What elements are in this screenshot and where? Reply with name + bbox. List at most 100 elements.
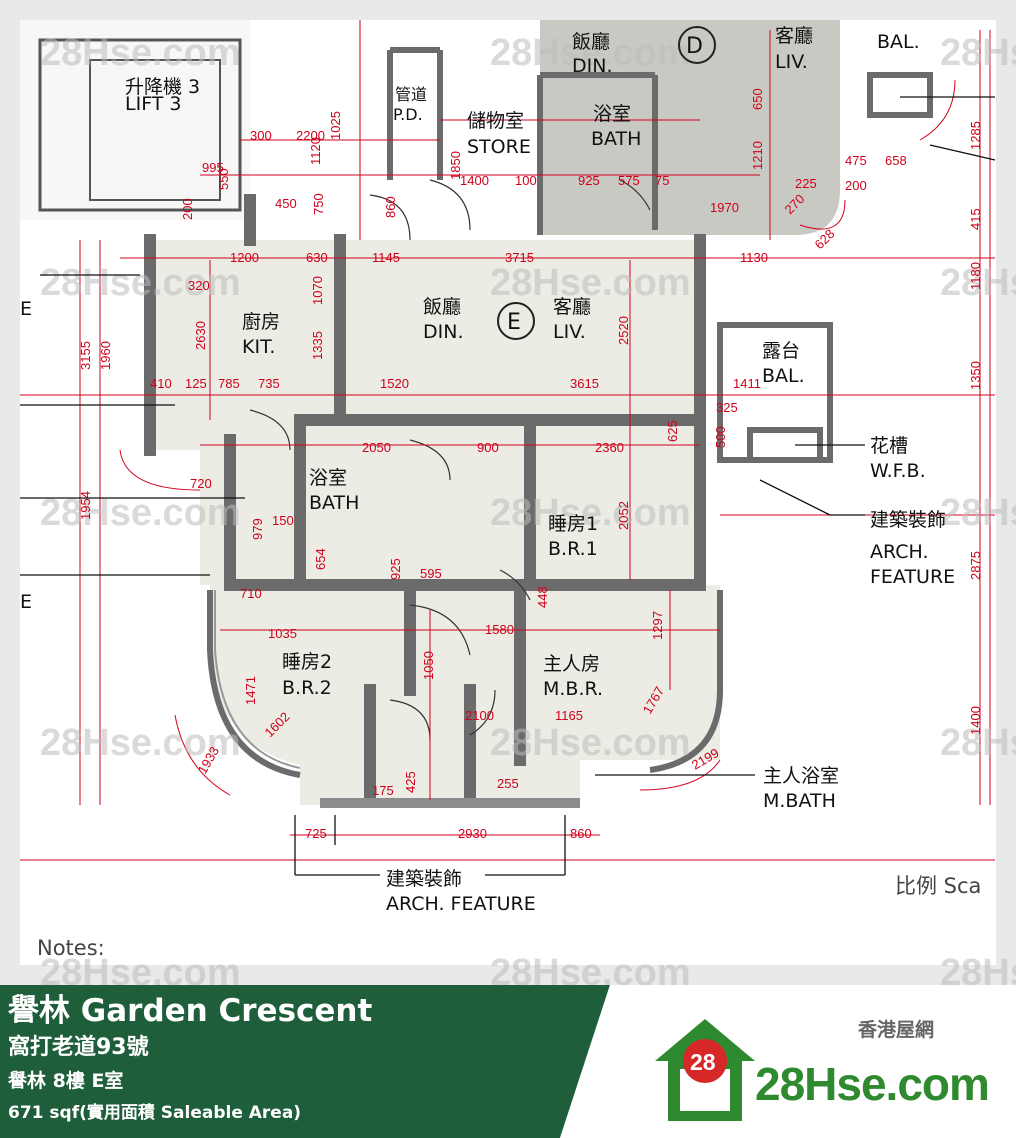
dimension-label: 1471 — [243, 676, 258, 705]
mbath-en: M.BATH — [763, 790, 836, 812]
dimension-label: 2052 — [616, 501, 631, 530]
dimension-label: 1850 — [448, 151, 463, 180]
dimension-label: 1285 — [968, 121, 983, 150]
dimension-label: 630 — [306, 250, 328, 265]
room-bal-top-en: BAL. — [877, 31, 920, 53]
left-stub-e-lower: E — [20, 591, 32, 613]
dimension-arcs — [119, 79, 956, 796]
dimension-label: 1411 — [733, 376, 761, 391]
dimension-label: 1335 — [310, 331, 325, 360]
dimension-label: 650 — [750, 88, 765, 110]
room-labels: 飯廳 DIN. 客廳 LIV. BAL. 升降機 3 LIFT 3 管道 P.D… — [125, 25, 920, 700]
dimension-label: 3155 — [78, 341, 93, 370]
dimension-label: 200 — [845, 178, 867, 193]
dimension-label: 720 — [190, 476, 212, 491]
svg-text:28Hse.com: 28Hse.com — [40, 492, 241, 534]
dimension-lines — [20, 20, 995, 861]
room-kit-zh: 廚房 — [242, 310, 280, 333]
dimension-label: 2100 — [465, 708, 494, 723]
dimension-label: 654 — [313, 548, 328, 570]
walls — [144, 194, 706, 806]
svg-text:28Hse.com: 28Hse.com — [940, 952, 1016, 985]
dimension-label: 2520 — [616, 316, 631, 345]
svg-text:28Hse.com: 28Hse.com — [40, 262, 241, 304]
dimension-label: 925 — [388, 558, 403, 580]
dimension-label: 979 — [250, 518, 265, 540]
dimension-label: 750 — [311, 193, 326, 215]
svg-text:28Hse.com: 28Hse.com — [40, 32, 241, 74]
svg-text:28Hse.com: 28Hse.com — [940, 262, 1016, 304]
notes-label: Notes: — [37, 936, 105, 960]
svg-text:28Hse.com: 28Hse.com — [40, 952, 241, 985]
svg-text:28Hse.com: 28Hse.com — [490, 262, 691, 304]
dimension-label: 410 — [150, 376, 172, 391]
dimension-label: 225 — [795, 176, 817, 191]
dimension-label: 320 — [188, 278, 210, 293]
svg-text:28Hse.com: 28Hse.com — [490, 492, 691, 534]
svg-text:28Hse.com: 28Hse.com — [940, 32, 1016, 74]
dimension-label: 658 — [885, 153, 907, 168]
mbath-zh: 主人浴室 — [763, 765, 839, 787]
room-din-en: DIN. — [423, 321, 464, 343]
dimension-label: 3715 — [505, 250, 534, 265]
room-mbr-en: M.B.R. — [543, 678, 603, 700]
arch-bottom-en: ARCH. FEATURE — [386, 893, 536, 915]
brand-name: 28Hse.com — [755, 1058, 990, 1110]
floor-plan-drawing: 28Hse.com 28Hse.com 28Hse.com 28Hse.com … — [20, 20, 1016, 985]
dimension-label: 1400 — [460, 173, 489, 188]
room-pd-en: P.D. — [393, 105, 423, 124]
dimension-label: 925 — [578, 173, 600, 188]
room-liv-en: LIV. — [553, 321, 586, 343]
dimension-label: 1520 — [380, 376, 409, 391]
room-br1-zh: 睡房1 — [548, 513, 598, 535]
dimension-label: 100 — [515, 173, 537, 188]
room-br1-en: B.R.1 — [548, 538, 598, 560]
arch-feature-bar — [320, 798, 580, 808]
svg-text:28Hse.com: 28Hse.com — [40, 722, 241, 764]
dimension-label: 175 — [372, 783, 394, 798]
svg-text:28Hse.com: 28Hse.com — [940, 492, 1016, 534]
brand-logo-icon: 28 — [655, 1019, 755, 1121]
dimension-label: 1070 — [310, 276, 325, 305]
dimension-label: 1954 — [78, 491, 93, 520]
unit-e-floor — [150, 240, 720, 805]
scale-label: 比例 Sca — [895, 874, 981, 898]
room-din-top-en: DIN. — [572, 55, 613, 77]
dimension-label: 2630 — [193, 321, 208, 350]
dimension-label: 425 — [403, 771, 418, 793]
unit-label: 譽林 8樓 E室 — [8, 1070, 124, 1092]
dimension-label: 1580 — [485, 622, 514, 637]
dimension-label: 1960 — [98, 341, 113, 370]
room-bath-zh: 浴室 — [309, 467, 347, 489]
dimension-label: 1120 — [308, 137, 323, 165]
doors — [249, 179, 651, 741]
dimension-label: 125 — [185, 376, 207, 391]
dimension-label: 735 — [258, 376, 280, 391]
unit-mark-d: D — [686, 34, 703, 59]
dimension-label: 785 — [218, 376, 240, 391]
room-br2-zh: 睡房2 — [282, 651, 332, 673]
dimension-label: 2200 — [296, 128, 325, 143]
room-pd-zh: 管道 — [395, 85, 427, 104]
dimension-label: 900 — [477, 440, 499, 455]
arch-right-en2: FEATURE — [870, 566, 955, 588]
lift-area — [20, 20, 250, 220]
dimension-label: 1400 — [968, 706, 983, 735]
dimension-label: 1035 — [268, 626, 297, 641]
dimension-label: 550 — [216, 168, 231, 190]
unit-mark-e: E — [507, 310, 521, 335]
dimension-label: 995 — [202, 160, 224, 175]
svg-text:28Hse.com: 28Hse.com — [490, 32, 691, 74]
dimension-label: 625 — [665, 420, 680, 442]
dimension-label: 450 — [275, 196, 297, 211]
dimension-label: 1350 — [968, 361, 983, 390]
room-bal-zh: 露台 — [762, 340, 800, 362]
estate-title: 譽林 Garden Crescent — [8, 993, 373, 1029]
room-bath-en: BATH — [309, 492, 359, 514]
dimension-label: 300 — [250, 128, 272, 143]
brand-tagline: 香港屋網 — [858, 1019, 935, 1041]
room-store-zh: 儲物室 — [467, 110, 524, 132]
dimension-label: 255 — [497, 776, 519, 791]
svg-text:28Hse.com: 28Hse.com — [490, 952, 691, 985]
watermarks: 28Hse.com 28Hse.com 28Hse.com 28Hse.com … — [40, 32, 1016, 985]
